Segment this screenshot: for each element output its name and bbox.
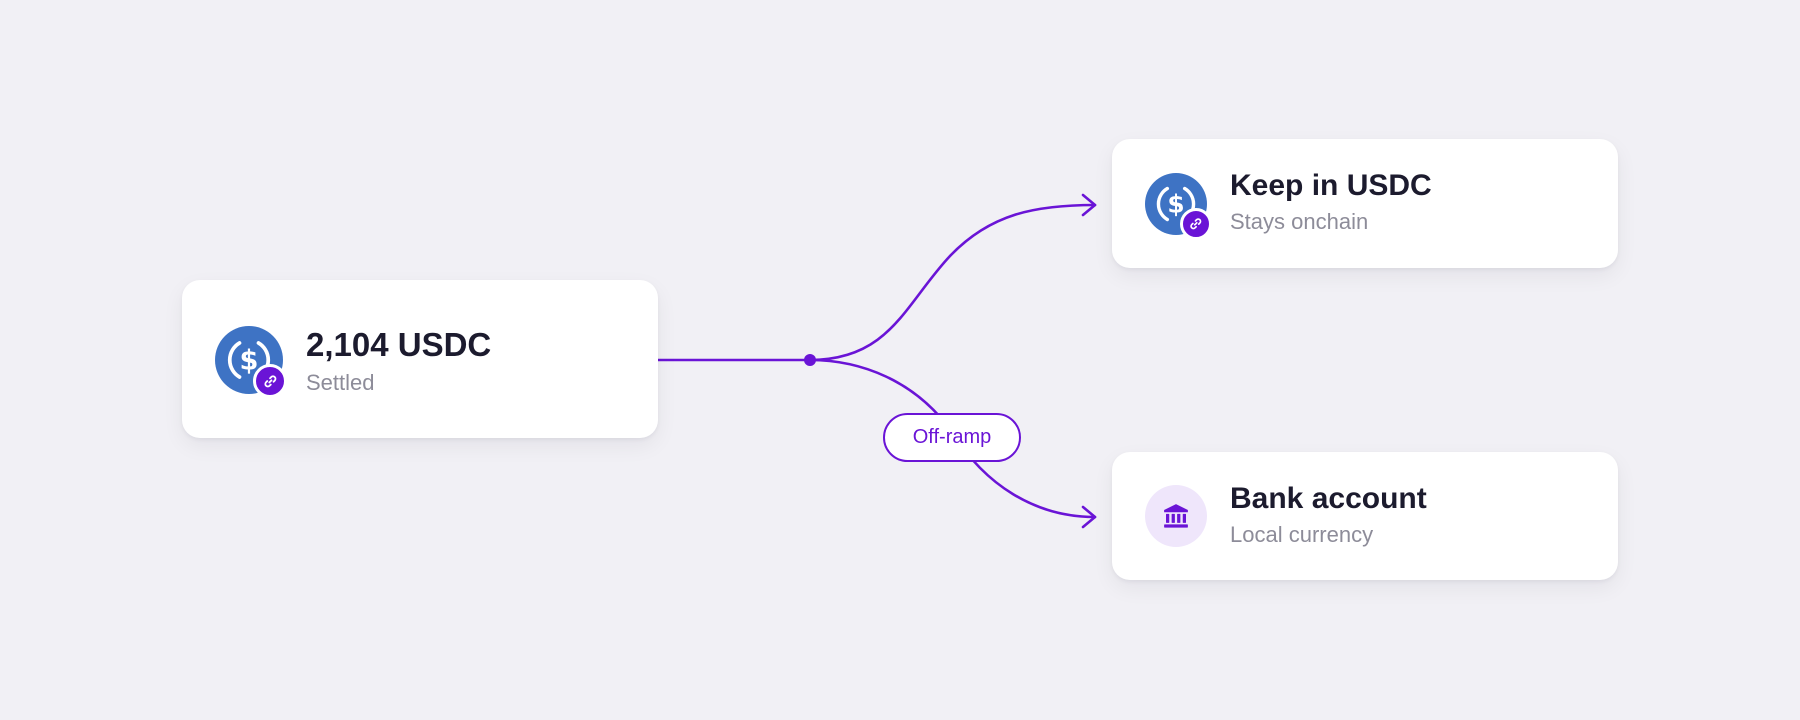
arrowhead-bank [1081,505,1097,529]
destination-card-keep-usdc[interactable]: $ Keep in USDC Stays onchain [1112,139,1618,268]
chain-link-icon [264,375,276,387]
source-balance-card: $ 2,104 USDC Settled [182,280,658,438]
keep-subtitle: Stays onchain [1230,209,1369,234]
bank-avatar [1145,485,1207,547]
source-status: Settled [306,370,375,395]
destination-card-bank-account[interactable]: Bank account Local currency [1112,452,1618,580]
arrowhead-keep [1081,193,1097,217]
chain-link-badge [253,364,287,398]
bank-icon [1164,504,1188,528]
bank-title: Bank account [1230,482,1427,515]
bank-icon-circle [1145,485,1207,547]
keep-token-avatar: $ [1145,173,1212,240]
svg-text:$: $ [240,346,259,377]
chain-link-icon [1190,218,1202,230]
branch-node [804,354,816,366]
chain-link-badge [1180,208,1212,240]
keep-title: Keep in USDC [1230,169,1432,202]
svg-text:$: $ [1167,190,1184,219]
bank-subtitle: Local currency [1230,522,1374,547]
off-ramp-label: Off-ramp [883,413,1021,462]
branch-line-keep [808,203,1097,362]
source-token-avatar: $ [215,326,287,398]
source-amount: 2,104 USDC [306,326,492,363]
